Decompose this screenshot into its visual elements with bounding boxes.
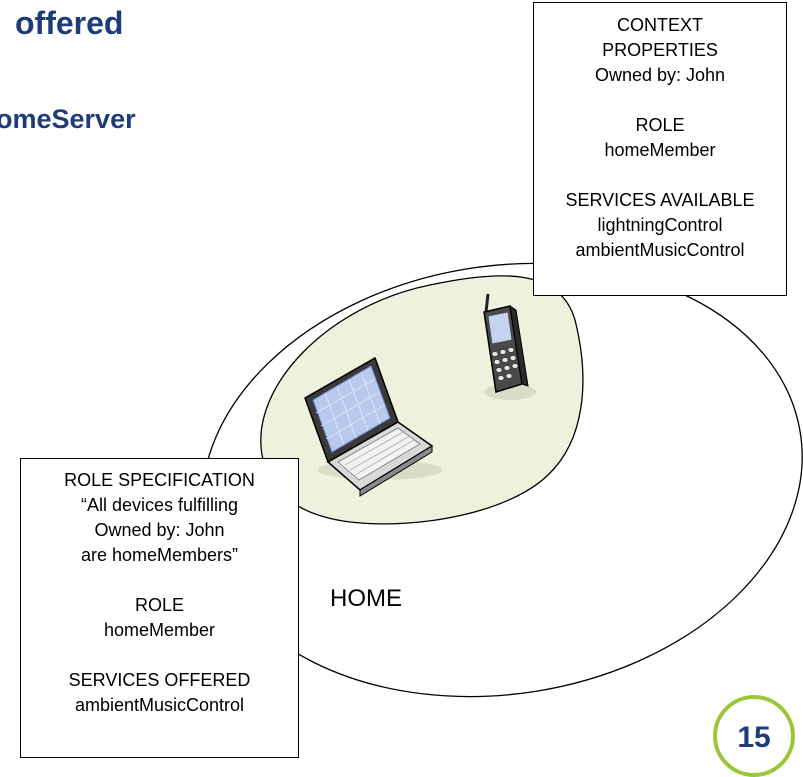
context-heading-line1: CONTEXT <box>616 15 703 35</box>
role-spec-service-1: ambientMusicControl <box>74 695 245 715</box>
context-role-value: homeMember <box>604 140 716 160</box>
role-specification-box: ROLE SPECIFICATION “All devices fulfilli… <box>20 458 299 758</box>
page-number-badge: 15 <box>713 695 795 777</box>
context-owner: Owned by: John <box>594 65 726 85</box>
context-heading-line2: PROPERTIES <box>602 40 718 60</box>
role-spec-quote-line2: Owned by: John <box>94 520 225 540</box>
role-spec-services-heading: SERVICES OFFERED <box>68 670 251 690</box>
role-spec-heading: ROLE SPECIFICATION <box>64 470 255 490</box>
role-spec-role-value: homeMember <box>103 620 216 640</box>
role-spec-role-heading: ROLE <box>134 595 185 615</box>
context-properties-box: CONTEXT PROPERTIES Owned by: John ROLE h… <box>533 2 787 296</box>
slide-title: offered <box>15 5 124 41</box>
laptop-icon <box>304 356 442 497</box>
context-service-1: lightningControl <box>597 215 723 235</box>
mobile-phone-icon <box>483 293 536 400</box>
home-diagram <box>201 262 803 698</box>
page-number: 15 <box>737 721 771 754</box>
context-service-2: ambientMusicControl <box>575 240 745 260</box>
role-spec-quote-line3: are homeMembers” <box>80 545 239 565</box>
context-role-heading: ROLE <box>635 115 685 135</box>
context-services-heading: SERVICES AVAILABLE <box>565 190 755 210</box>
home-label: HOME <box>330 585 402 612</box>
slide-subtitle: omeServer <box>0 104 136 134</box>
role-spec-quote-line1: “All devices fulfilling <box>80 495 239 515</box>
